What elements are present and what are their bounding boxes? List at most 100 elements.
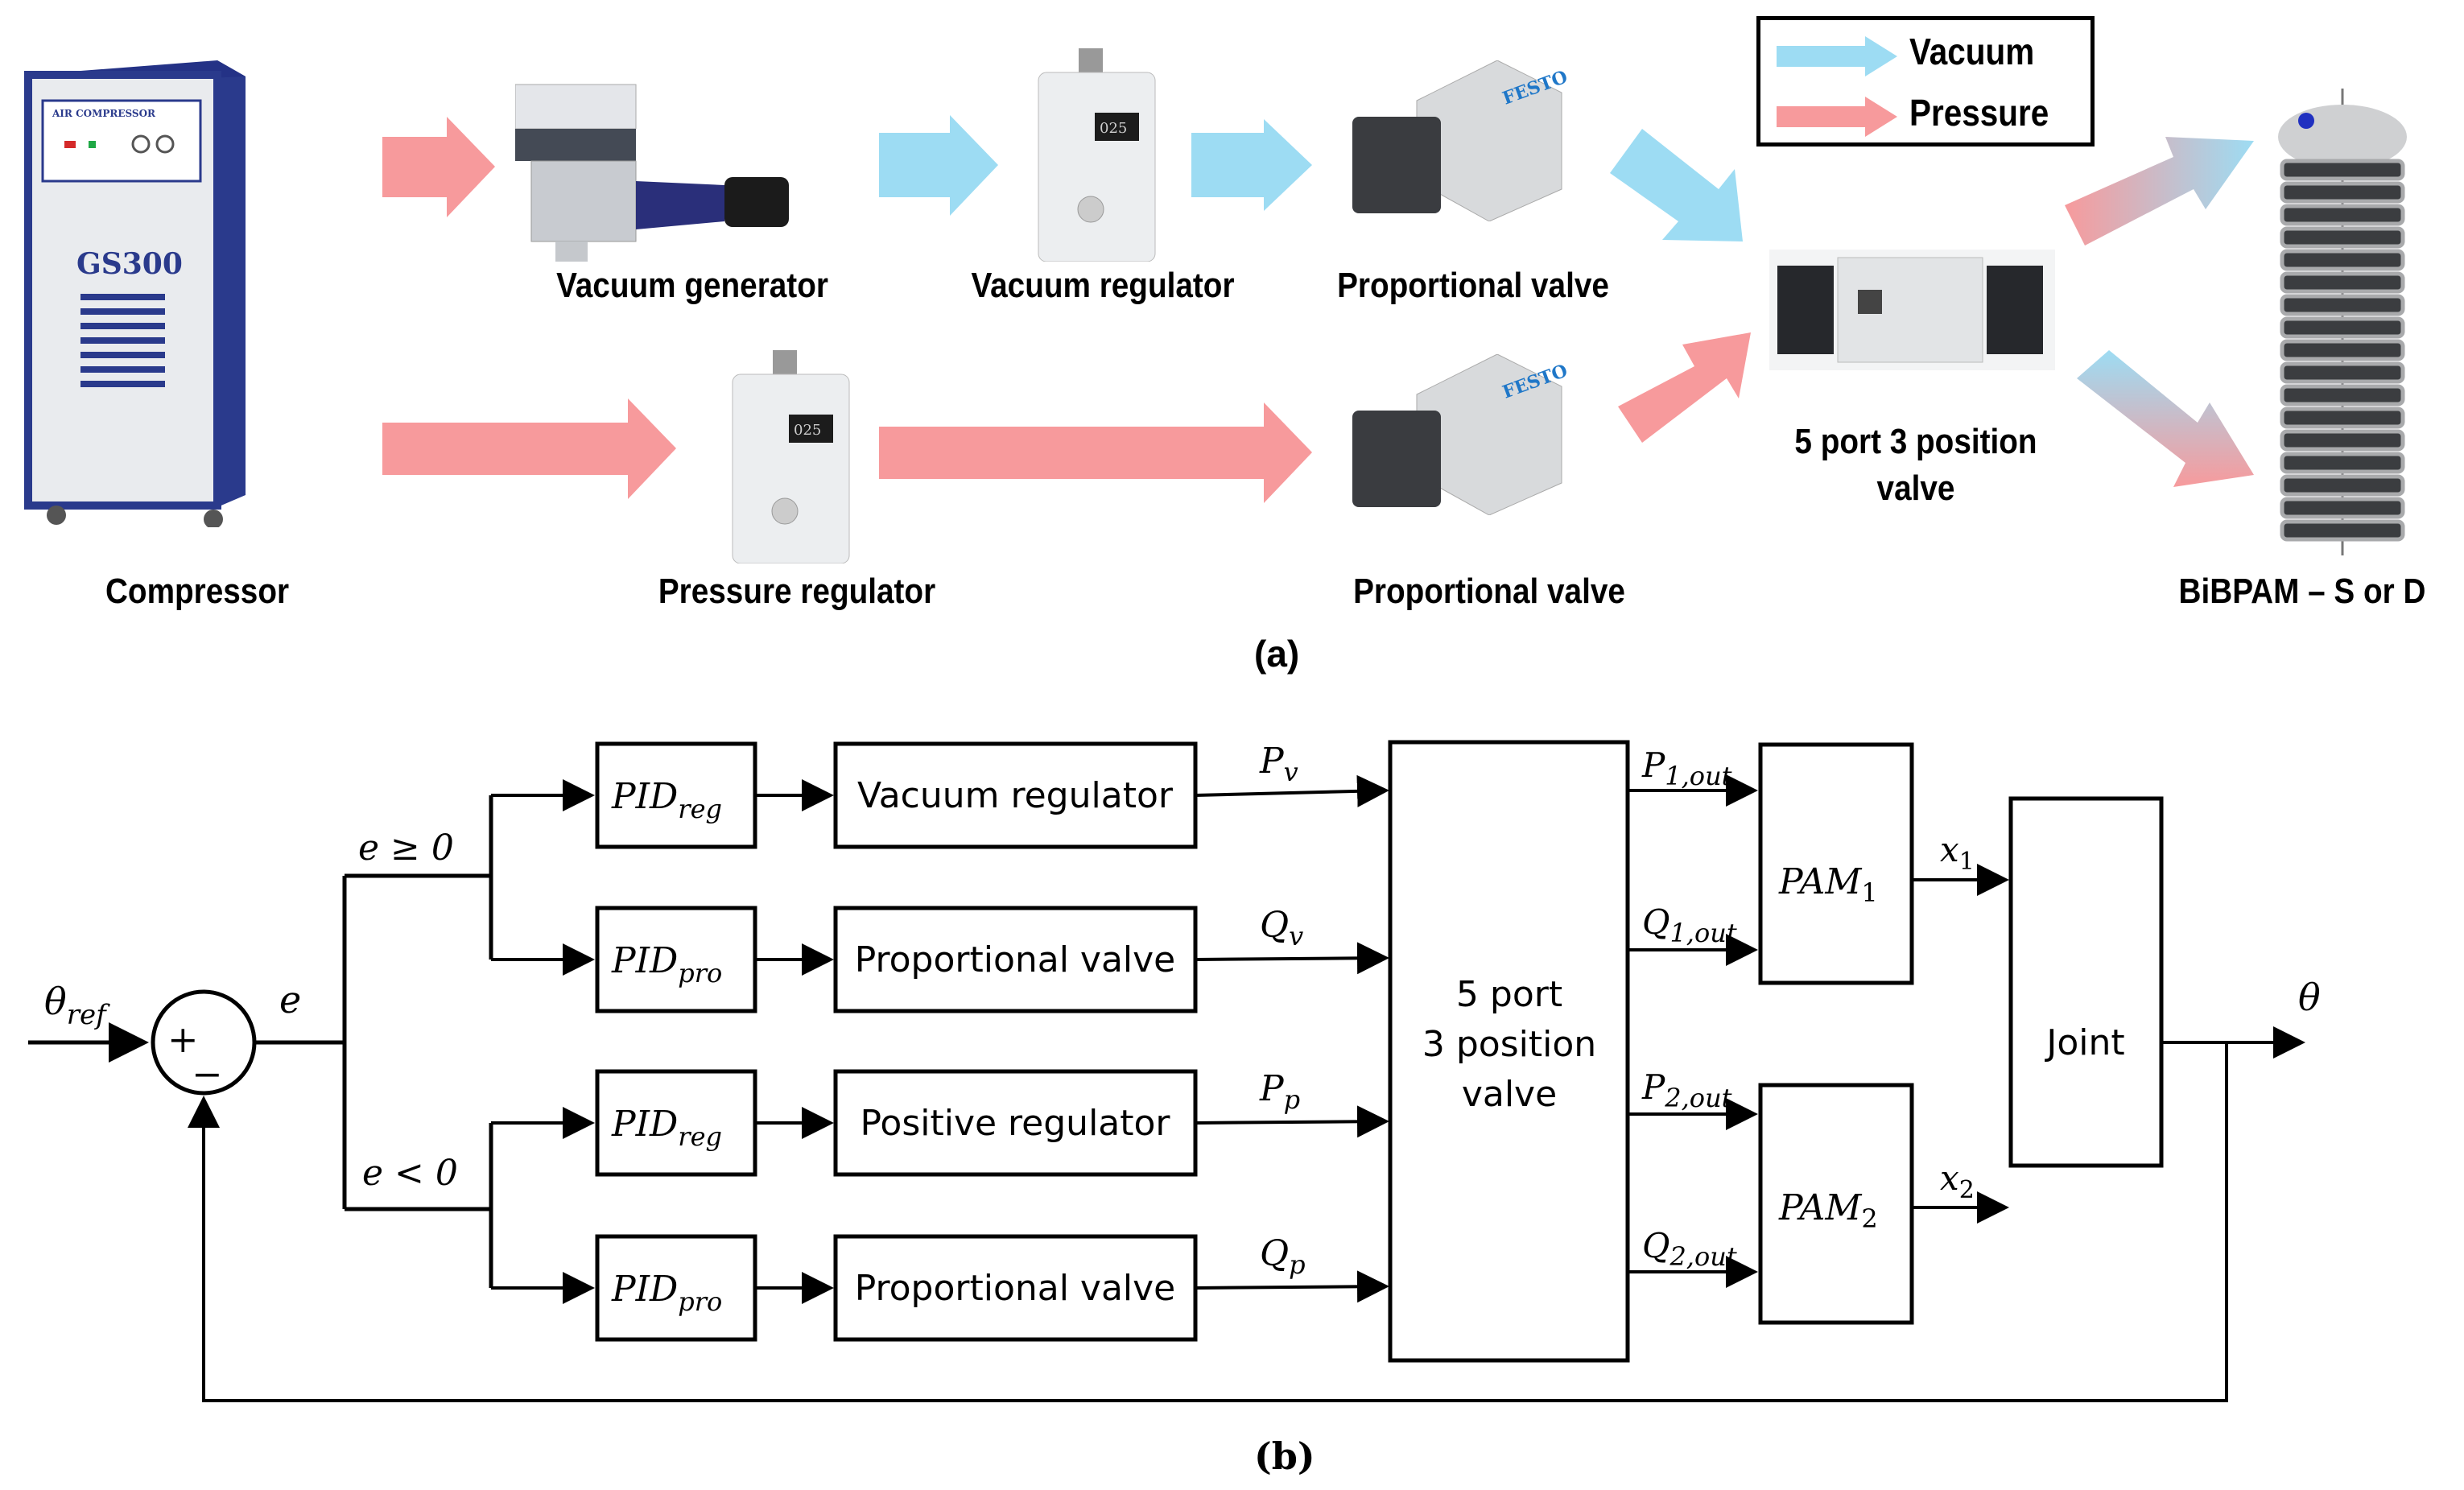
actuator-output-line bbox=[1195, 942, 1389, 975]
pressure-regulator-label: Pressure regulator bbox=[658, 572, 936, 611]
valve-right-solenoid bbox=[1987, 266, 2043, 354]
valve-block-line2: 3 position bbox=[1422, 1024, 1596, 1065]
bellows-segment bbox=[2280, 271, 2405, 294]
legend: Vacuum Pressure bbox=[1756, 16, 2095, 147]
actuator-bellows bbox=[2280, 159, 2405, 542]
vacuum-arrow bbox=[1191, 119, 1312, 211]
pressure-arrow bbox=[879, 402, 1312, 503]
vacuum-generator-nozzle bbox=[636, 181, 724, 229]
pam2-block bbox=[1758, 1083, 1914, 1325]
vacuum-generator-manifold bbox=[515, 129, 636, 161]
actuator-output-label: Qv bbox=[1260, 905, 1303, 951]
actuator-label: Proportional valve bbox=[855, 1268, 1176, 1309]
joint-label: Joint bbox=[2044, 1022, 2124, 1063]
regulator-display bbox=[1095, 113, 1139, 141]
q1out-label: Q1,out bbox=[1642, 902, 1737, 948]
valve-left-solenoid bbox=[1777, 266, 1834, 354]
pam1-block bbox=[1758, 742, 1914, 985]
valve-block-line1: 5 port bbox=[1456, 974, 1562, 1015]
legend-vacuum-label: Vacuum bbox=[1909, 31, 2035, 72]
proportional-valve-top-image: FESTO bbox=[1352, 60, 1570, 221]
vacuum-regulator-label: Vacuum regulator bbox=[971, 266, 1235, 305]
actuator-label: Vacuum regulator bbox=[857, 775, 1174, 816]
pressure-regulator-image: 025 bbox=[732, 350, 850, 563]
controller-row: PIDreg Positive regulator Pp bbox=[595, 1068, 1389, 1177]
valve-block-line3: valve bbox=[1462, 1074, 1557, 1115]
bellows-segment bbox=[2280, 316, 2405, 339]
bellows-segment bbox=[2280, 204, 2405, 226]
condition-negative-label: e < 0 bbox=[362, 1153, 458, 1194]
pid-label: PIDreg bbox=[611, 1104, 722, 1152]
mixed-flow-arrow bbox=[2065, 137, 2254, 246]
vacuum-arrow bbox=[1610, 129, 1743, 241]
compressor-panel-text: AIR COMPRESSOR bbox=[52, 108, 156, 119]
valve-solenoid bbox=[1352, 117, 1441, 213]
bellows-segment bbox=[2280, 249, 2405, 271]
five-port-valve-image bbox=[1769, 250, 2055, 370]
bellows-segment bbox=[2280, 339, 2405, 361]
regulator-connector bbox=[1079, 48, 1103, 72]
panel-a-caption: (a) bbox=[1254, 633, 1300, 675]
bellows-segment bbox=[2280, 226, 2405, 249]
compressor-image: AIR COMPRESSOR GS300 bbox=[24, 60, 246, 527]
pam2-label: PAM2 bbox=[1778, 1187, 1878, 1234]
actuator-label: Proportional valve bbox=[855, 939, 1176, 980]
feedback-line bbox=[188, 1042, 2228, 1402]
q2out-label: Q2,out bbox=[1642, 1226, 1737, 1272]
regulator-port bbox=[771, 497, 799, 525]
regulator-display bbox=[789, 415, 833, 443]
bellows-segment bbox=[2280, 159, 2405, 181]
bellows-segment bbox=[2280, 361, 2405, 384]
joint-block bbox=[2008, 796, 2164, 1168]
theta-ref-label: θref bbox=[44, 980, 110, 1031]
condition-positive-label: e ≥ 0 bbox=[358, 828, 454, 869]
compressor-vents bbox=[80, 294, 165, 387]
proportional-valve-bottom-label: Proportional valve bbox=[1353, 572, 1625, 611]
legend-pressure-label: Pressure bbox=[1909, 92, 2049, 134]
five-port-valve-label: 5 port 3 position valve bbox=[1753, 419, 2079, 512]
sum-plus-sign: + bbox=[167, 1017, 199, 1061]
vacuum-generator-block bbox=[530, 160, 637, 242]
pressure-arrow bbox=[382, 398, 676, 499]
proportional-valve-top-label: Proportional valve bbox=[1337, 266, 1609, 305]
actuator-output-label: Qp bbox=[1260, 1233, 1306, 1280]
vacuum-generator-image bbox=[515, 84, 789, 262]
bellows-segment bbox=[2280, 519, 2405, 542]
bellows-segment bbox=[2280, 294, 2405, 316]
pressure-arrow bbox=[1618, 332, 1751, 443]
bellows-segment bbox=[2280, 384, 2405, 407]
vacuum-generator-label: Vacuum generator bbox=[556, 266, 828, 305]
actuator-output-label: Pp bbox=[1259, 1068, 1300, 1115]
bellows-segment bbox=[2280, 429, 2405, 452]
pid-label: PIDpro bbox=[611, 940, 722, 989]
actuator-label: Positive regulator bbox=[860, 1103, 1170, 1144]
vacuum-arrow bbox=[879, 115, 998, 216]
compressor-wheel bbox=[47, 506, 66, 525]
five-port-valve-block bbox=[1388, 740, 1630, 1363]
actuator-output-line bbox=[1195, 1270, 1389, 1303]
bellows-segment bbox=[2280, 474, 2405, 497]
compressor-green-button bbox=[89, 141, 96, 148]
bellows-segment bbox=[2280, 497, 2405, 519]
actuator-fitting bbox=[2298, 113, 2314, 129]
bibpam-actuator-image bbox=[2278, 89, 2407, 555]
bellows-segment bbox=[2280, 181, 2405, 204]
actuator-output-label: Pv bbox=[1259, 741, 1298, 787]
theta-output-label: θ bbox=[2298, 976, 2321, 1019]
regulator-display-value: 025 bbox=[1100, 120, 1127, 137]
pressure-arrow-icon bbox=[1777, 97, 1897, 137]
actuator-output-line bbox=[1195, 774, 1389, 807]
actuator-output-line bbox=[1195, 1105, 1389, 1138]
controller-row: PIDpro Proportional valve Qv bbox=[595, 905, 1389, 1013]
pam1-label: PAM1 bbox=[1778, 861, 1878, 908]
regulator-body bbox=[732, 374, 850, 563]
compressor-gauge bbox=[155, 134, 175, 154]
bellows-segment bbox=[2280, 452, 2405, 474]
x1-label: x1 bbox=[1940, 830, 1975, 876]
regulator-connector bbox=[773, 350, 797, 374]
vacuum-regulator-image: 025 bbox=[1038, 48, 1156, 262]
bellows-segment bbox=[2280, 407, 2405, 429]
